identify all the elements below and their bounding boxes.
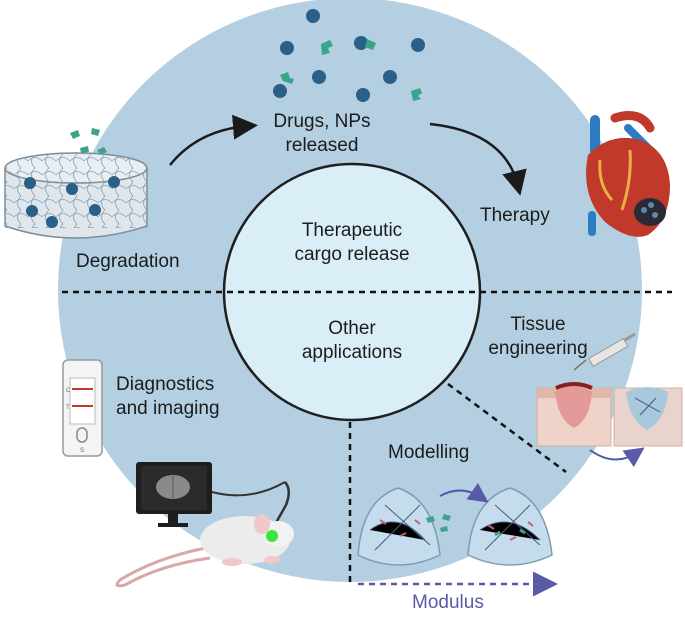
strip-t-mark: T bbox=[66, 405, 70, 411]
center-bottom-line1: Other bbox=[328, 318, 376, 339]
test-strip-icon bbox=[62, 359, 103, 457]
drugs-label: Drugs, NPs released bbox=[262, 110, 382, 158]
diagnostics-label-line2: and imaging bbox=[116, 398, 220, 419]
center-top-label: Therapeutic cargo release bbox=[280, 219, 424, 267]
center-bottom-label: Other applications bbox=[290, 317, 414, 365]
center-top-line1: Therapeutic bbox=[301, 220, 403, 241]
released-particles bbox=[273, 9, 425, 102]
strip-s-mark: S bbox=[80, 448, 84, 454]
divider-diagonal bbox=[447, 382, 567, 474]
drugs-label-line1: Drugs, NPs bbox=[273, 111, 371, 132]
diagnostics-label-line1: Diagnostics bbox=[116, 374, 215, 395]
strip-c-mark: C bbox=[66, 388, 71, 394]
arrow-to-drugs bbox=[169, 114, 258, 166]
tissue-label-line1: Tissue bbox=[510, 314, 566, 335]
monitor-icon bbox=[136, 462, 290, 531]
tissue-label-line2: engineering bbox=[488, 338, 588, 359]
mouse-icon bbox=[115, 514, 294, 588]
tissue-label: Tissue engineering bbox=[478, 313, 598, 361]
hydrogel-cylinder-icon bbox=[4, 128, 148, 239]
syringe-icon bbox=[573, 332, 636, 371]
therapy-label: Therapy bbox=[480, 205, 550, 226]
skin-wound-icon bbox=[536, 382, 683, 468]
modulus-label: Modulus bbox=[412, 592, 484, 613]
degradation-label: Degradation bbox=[76, 251, 180, 272]
dome-hydrogel-icon bbox=[357, 482, 553, 566]
center-bottom-line2: applications bbox=[301, 342, 403, 363]
heart-icon bbox=[586, 111, 670, 237]
arrow-to-therapy bbox=[429, 122, 527, 196]
diagnostics-label: Diagnostics and imaging bbox=[116, 373, 220, 421]
modelling-label: Modelling bbox=[388, 442, 470, 463]
center-top-line2: cargo release bbox=[294, 244, 410, 265]
drugs-label-line2: released bbox=[285, 135, 359, 156]
